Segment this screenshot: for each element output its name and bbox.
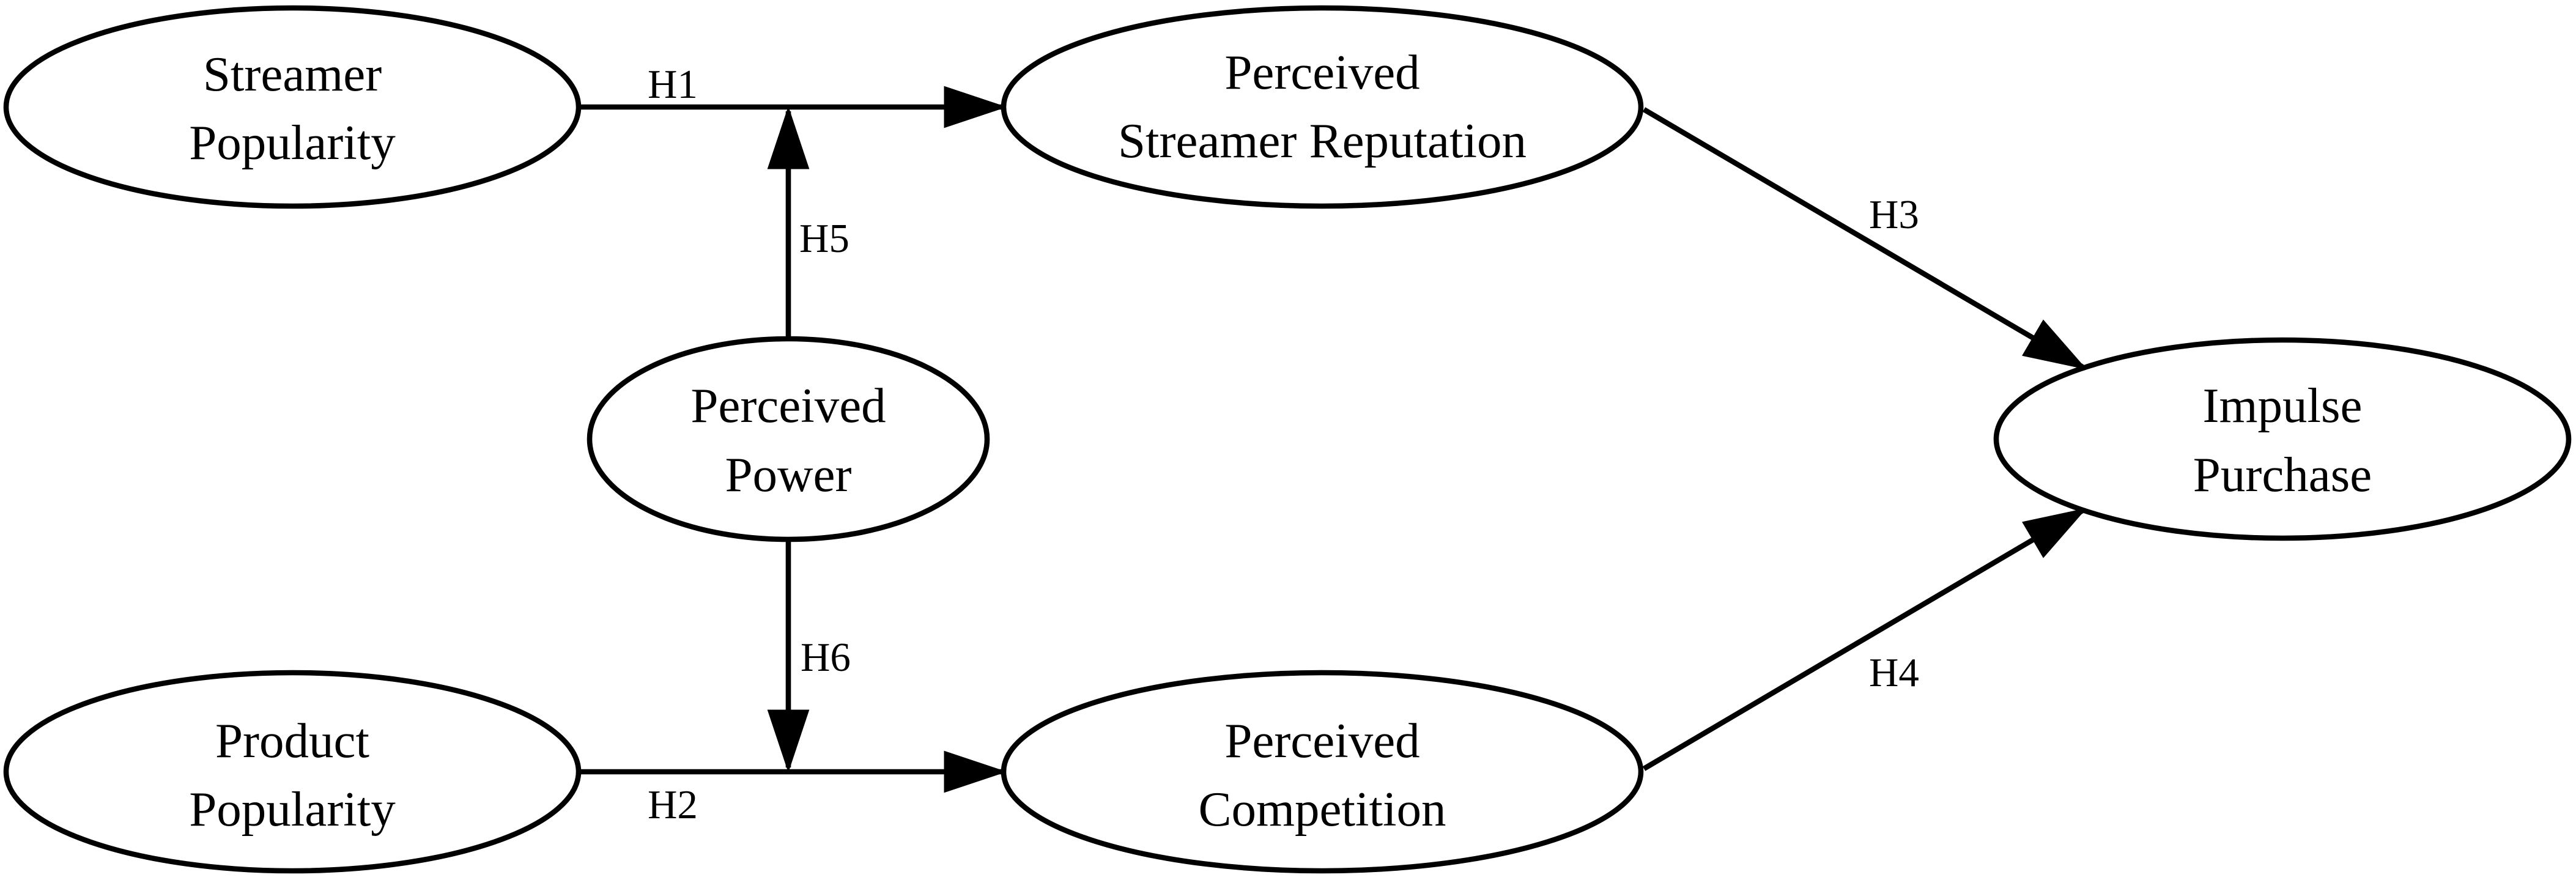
node-impulse-purchase-ellipse (1993, 337, 2572, 541)
edge-h2-label: H2 (648, 782, 698, 827)
edge-h6-label: H6 (801, 635, 851, 680)
edge-h3-arrow (1642, 107, 2087, 370)
node-product-popularity-label: Product (215, 713, 369, 768)
edge-h3-label: H3 (1869, 192, 1919, 237)
node-perceived-power-label: Perceived (690, 378, 886, 433)
node-impulse-purchase: Impulse Purchase (1993, 337, 2572, 541)
node-streamer-popularity-label-2: Popularity (189, 115, 396, 170)
node-streamer-popularity-ellipse (3, 5, 582, 209)
node-streamer-popularity: Streamer Popularity (3, 5, 582, 209)
node-product-popularity: Product Popularity (3, 670, 582, 874)
edge-h4-label: H4 (1869, 650, 1919, 695)
node-perceived-streamer-reputation-ellipse (1001, 5, 1644, 209)
node-perceived-streamer-reputation-label-2: Streamer Reputation (1118, 113, 1527, 168)
node-perceived-competition: Perceived Competition (1001, 670, 1644, 874)
node-impulse-purchase-label-2: Purchase (2193, 447, 2372, 502)
node-perceived-competition-label: Perceived (1224, 713, 1419, 768)
nodes: Streamer Popularity Perceived Streamer R… (3, 5, 2572, 874)
node-perceived-power: Perceived Power (587, 336, 990, 542)
edge-h4-arrow (1642, 508, 2087, 771)
edge-h1-label: H1 (648, 62, 698, 107)
node-product-popularity-ellipse (3, 670, 582, 874)
node-product-popularity-label-2: Popularity (189, 782, 396, 837)
edge-h5-label: H5 (799, 216, 849, 261)
node-perceived-competition-label-2: Competition (1199, 782, 1446, 837)
node-streamer-popularity-label: Streamer (203, 46, 382, 102)
edges: H1 H5 H2 H6 H3 H4 (579, 62, 2087, 827)
node-impulse-purchase-label: Impulse (2203, 378, 2363, 433)
node-perceived-power-ellipse (587, 336, 990, 542)
node-perceived-power-label-2: Power (725, 447, 852, 502)
node-perceived-competition-ellipse (1001, 670, 1644, 874)
node-perceived-streamer-reputation-label: Perceived (1224, 45, 1419, 100)
node-perceived-streamer-reputation: Perceived Streamer Reputation (1001, 5, 1644, 209)
